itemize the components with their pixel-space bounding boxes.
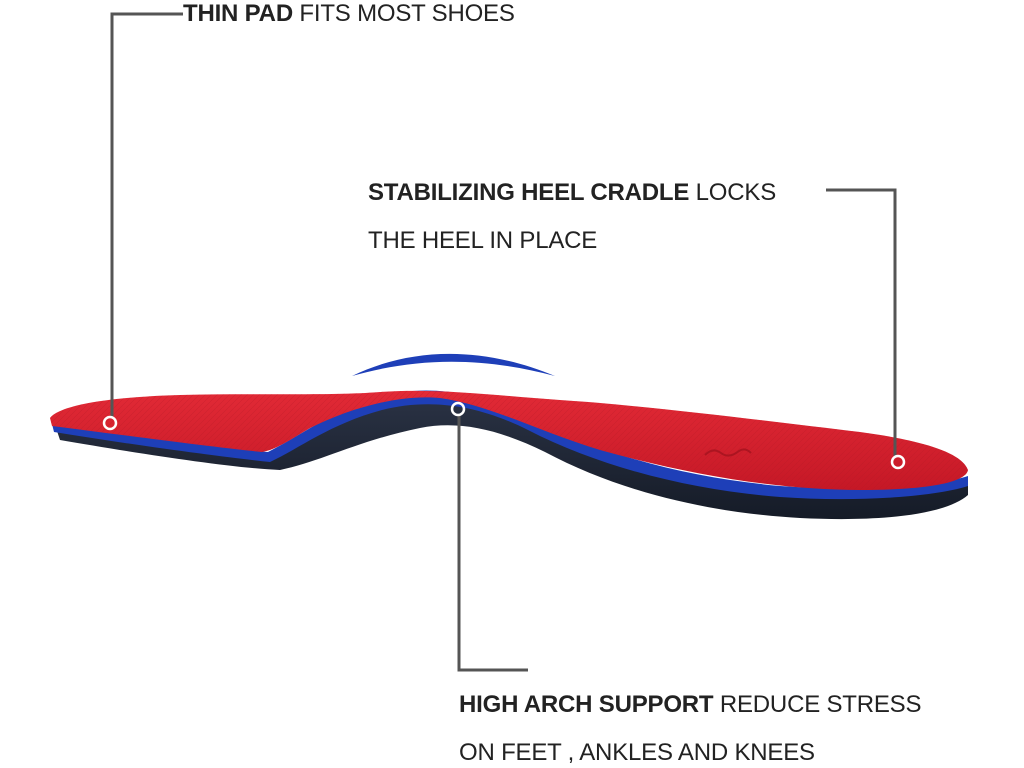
marker-thin-pad	[102, 415, 118, 431]
brand-emboss-mark	[704, 448, 752, 457]
callout-thin-pad: THIN PAD FITS MOST SHOES	[183, 0, 515, 28]
leader-line-arch-support	[457, 414, 528, 672]
callout-thin-pad-bold: THIN PAD	[183, 0, 293, 27]
callout-thin-pad-rest: FITS MOST SHOES	[292, 0, 515, 27]
callout-arch-support-rest: REDUCE STRESS	[713, 691, 922, 718]
callout-heel-cradle-rest: LOCKS	[689, 179, 777, 206]
callout-heel-cradle-bold: STABILIZING HEEL CRADLE	[368, 179, 690, 206]
callout-heel-cradle-line1: STABILIZING HEEL CRADLE LOCKS	[368, 178, 776, 208]
callout-arch-support-line2: ON FEET , ANKLES AND KNEES	[459, 739, 815, 766]
callout-heel-cradle-line2: THE HEEL IN PLACE	[368, 227, 598, 254]
leader-line-heel-cradle	[826, 188, 897, 456]
callout-arch-support-bold: HIGH ARCH SUPPORT	[459, 691, 714, 718]
marker-heel-cradle	[890, 454, 906, 470]
marker-arch-support	[450, 401, 466, 417]
arch-swoosh-graphic	[352, 353, 555, 376]
callout-arch-support-line1: HIGH ARCH SUPPORT REDUCE STRESS	[459, 690, 921, 720]
leader-line-thin-pad	[110, 12, 183, 418]
